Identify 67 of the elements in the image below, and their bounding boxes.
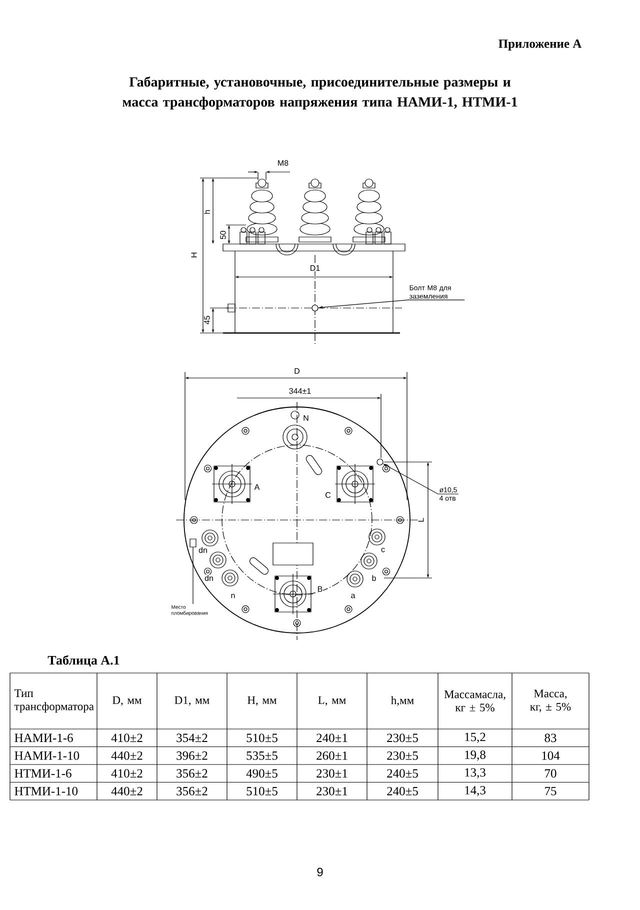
dimension-label: 45 xyxy=(204,315,210,325)
dimension-label: 50 xyxy=(220,230,226,240)
table-cell: 354±2 xyxy=(176,734,208,742)
terminal-label: n xyxy=(230,593,236,599)
dimension-label: L xyxy=(418,517,424,523)
table-cell: 410±2 xyxy=(111,769,142,778)
table-cell: 260±1 xyxy=(316,751,348,760)
terminal-label: N xyxy=(302,414,310,422)
terminal-label: a xyxy=(350,593,356,599)
terminal-label: b xyxy=(371,574,377,582)
table-cell: 230±5 xyxy=(387,734,418,742)
table-cell: НТМИ-1-6 xyxy=(14,769,72,778)
column-header: H, мм xyxy=(248,696,277,706)
terminal-label: dn xyxy=(198,546,208,554)
dimension-label: 344±1 xyxy=(288,388,312,394)
column-header: h,мм xyxy=(391,696,414,706)
table-cell: 510±5 xyxy=(246,786,278,796)
table-cell: 230±5 xyxy=(387,751,418,760)
dimension-label: h xyxy=(204,209,210,215)
table-cell: 356±2 xyxy=(176,786,208,796)
table-cell: 240±5 xyxy=(387,786,418,796)
table-cell: 240±5 xyxy=(387,769,418,778)
table-cell: 15,2 xyxy=(465,732,486,743)
appendix-heading: Приложение А xyxy=(498,39,582,51)
terminal-label: B xyxy=(316,586,324,592)
terminal-label: A xyxy=(254,484,260,490)
terminal-label: c xyxy=(380,547,386,553)
table-cell: 70 xyxy=(545,769,556,778)
table-cell: 440±2 xyxy=(111,751,142,760)
terminal-label: dn xyxy=(204,574,214,582)
page-number: 9 xyxy=(317,868,323,876)
table-cell: 14,3 xyxy=(465,786,486,796)
table-cell: 410±2 xyxy=(111,734,142,742)
table-cell: 510±5 xyxy=(246,734,278,742)
table-cell: 75 xyxy=(545,786,556,796)
column-header: D1, мм xyxy=(174,696,210,706)
table-cell: 13,3 xyxy=(465,768,486,778)
table-cell: НТМИ-1-10 xyxy=(14,786,78,796)
column-header: L, мм xyxy=(318,696,346,706)
table-cell: 356±2 xyxy=(176,769,208,778)
bolt-hole xyxy=(312,304,318,312)
table-cell: НАМИ-1-6 xyxy=(14,734,73,742)
dimension-label: H xyxy=(190,252,198,258)
column-header: Масса, кг, ± 5% xyxy=(530,690,571,712)
seal-mark xyxy=(190,538,196,548)
table-cell: НАМИ-1-10 xyxy=(14,751,80,760)
dimension-label: M8 xyxy=(276,160,290,166)
dimension-label: D xyxy=(294,368,300,374)
table-cell: 440±2 xyxy=(111,786,142,796)
column-header: D, мм xyxy=(112,696,142,706)
column-header: Массамасла, кг ± 5% xyxy=(444,690,506,712)
table-cell: 83 xyxy=(544,734,556,742)
table-cell: 19,8 xyxy=(465,750,486,761)
table-cell: 396±2 xyxy=(176,751,208,760)
table-caption: Таблица А.1 xyxy=(48,655,120,667)
table-cell: 230±1 xyxy=(316,786,348,796)
table-cell: 490±5 xyxy=(246,769,278,778)
table-cell: 240±1 xyxy=(316,734,348,742)
column-header: Тип трансформатора xyxy=(14,689,94,713)
title: Габаритные, установочные, присоединительные размеры и масса трансформаторов напряжения типа НАМИ-1, НТМИ-1 xyxy=(122,76,518,110)
mounting-hole xyxy=(376,458,384,466)
leader-line xyxy=(192,547,194,604)
dimension-label: D1 xyxy=(309,264,321,272)
table-cell: 230±1 xyxy=(316,769,348,778)
table-cell: 104 xyxy=(542,751,560,760)
terminal-label: C xyxy=(324,492,332,498)
table-cell: 535±5 xyxy=(246,751,278,760)
